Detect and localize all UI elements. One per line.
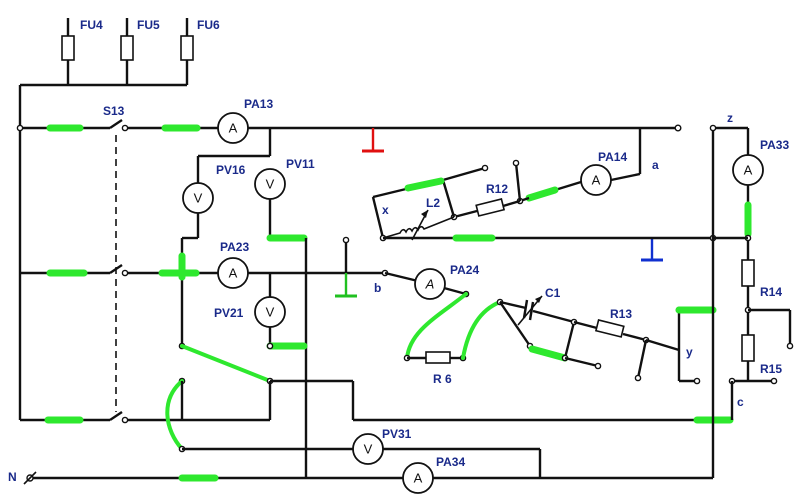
phase-line-2	[20, 264, 389, 277]
phase-line-1	[16, 119, 682, 132]
voltmeter-pv11: V	[254, 168, 286, 200]
label-fu6: FU6	[197, 18, 220, 32]
label-pa14: PA14	[598, 150, 627, 164]
ammeter-pa23: A	[217, 257, 249, 289]
voltmeter-pv31: V	[352, 433, 384, 465]
label-fu4: FU4	[80, 18, 103, 32]
label-r14: R14	[760, 285, 782, 299]
ammeter-pa34: A	[402, 462, 434, 494]
ammeter-pa33: A	[732, 154, 764, 186]
fuse-block: FU4 FU5 FU6	[20, 18, 220, 87]
label-pv16: PV16	[216, 163, 246, 177]
svg-text:V: V	[266, 305, 275, 320]
label-l2: L2	[426, 196, 440, 210]
label-pv11: PV11	[286, 157, 315, 171]
resistor-r14	[741, 259, 755, 287]
svg-text:A: A	[592, 173, 601, 188]
fuse-fu5	[120, 35, 134, 61]
resistor-r15	[741, 334, 755, 362]
resistor-r12	[475, 198, 506, 217]
label-node-c: c	[737, 395, 744, 409]
label-c1: C1	[545, 286, 561, 300]
label-node-a: a	[652, 158, 659, 172]
label-pv31: PV31	[382, 427, 412, 441]
label-r12: R12	[486, 182, 508, 196]
resistor-r6	[425, 351, 451, 364]
label-pa33: PA33	[760, 138, 789, 152]
inductor-l2	[382, 209, 455, 241]
label-node-x: x	[382, 203, 389, 217]
label-pa13: PA13	[244, 97, 273, 111]
label-node-y: y	[686, 345, 693, 359]
neutral-line: N	[8, 470, 713, 485]
ground-marker-blue	[641, 238, 663, 262]
label-s13: S13	[103, 104, 125, 118]
label-node-z: z	[727, 111, 733, 125]
label-neutral: N	[8, 470, 17, 484]
label-node-b: b	[374, 281, 381, 295]
svg-text:V: V	[364, 442, 373, 457]
label-r15: R15	[760, 362, 782, 376]
label-r6: R 6	[433, 372, 452, 386]
ammeter-pa13: A	[217, 112, 249, 144]
resistor-r13	[594, 319, 625, 338]
svg-text:A: A	[425, 277, 435, 292]
svg-text:A: A	[229, 121, 238, 136]
svg-text:A: A	[744, 163, 753, 178]
label-pa24: PA24	[450, 263, 479, 277]
label-pv21: PV21	[214, 306, 244, 320]
label-pa34: PA34	[436, 455, 465, 469]
svg-text:A: A	[414, 471, 423, 486]
fuse-fu6	[180, 35, 194, 61]
svg-text:V: V	[266, 177, 275, 192]
ammeter-pa14: A	[580, 164, 612, 196]
svg-text:A: A	[229, 266, 238, 281]
ammeter-pa24: A	[414, 268, 446, 300]
voltmeter-pv21: V	[254, 296, 286, 328]
label-pa23: PA23	[220, 240, 249, 254]
label-fu5: FU5	[137, 18, 160, 32]
capacitor-c1	[517, 295, 543, 326]
ground-marker-red	[362, 128, 384, 153]
voltmeter-pv16: V	[182, 182, 214, 214]
label-r13: R13	[610, 307, 632, 321]
phase-line-3	[20, 411, 270, 424]
ground-marker-green	[335, 273, 357, 298]
svg-text:V: V	[194, 191, 203, 206]
fuse-fu4	[61, 35, 75, 61]
